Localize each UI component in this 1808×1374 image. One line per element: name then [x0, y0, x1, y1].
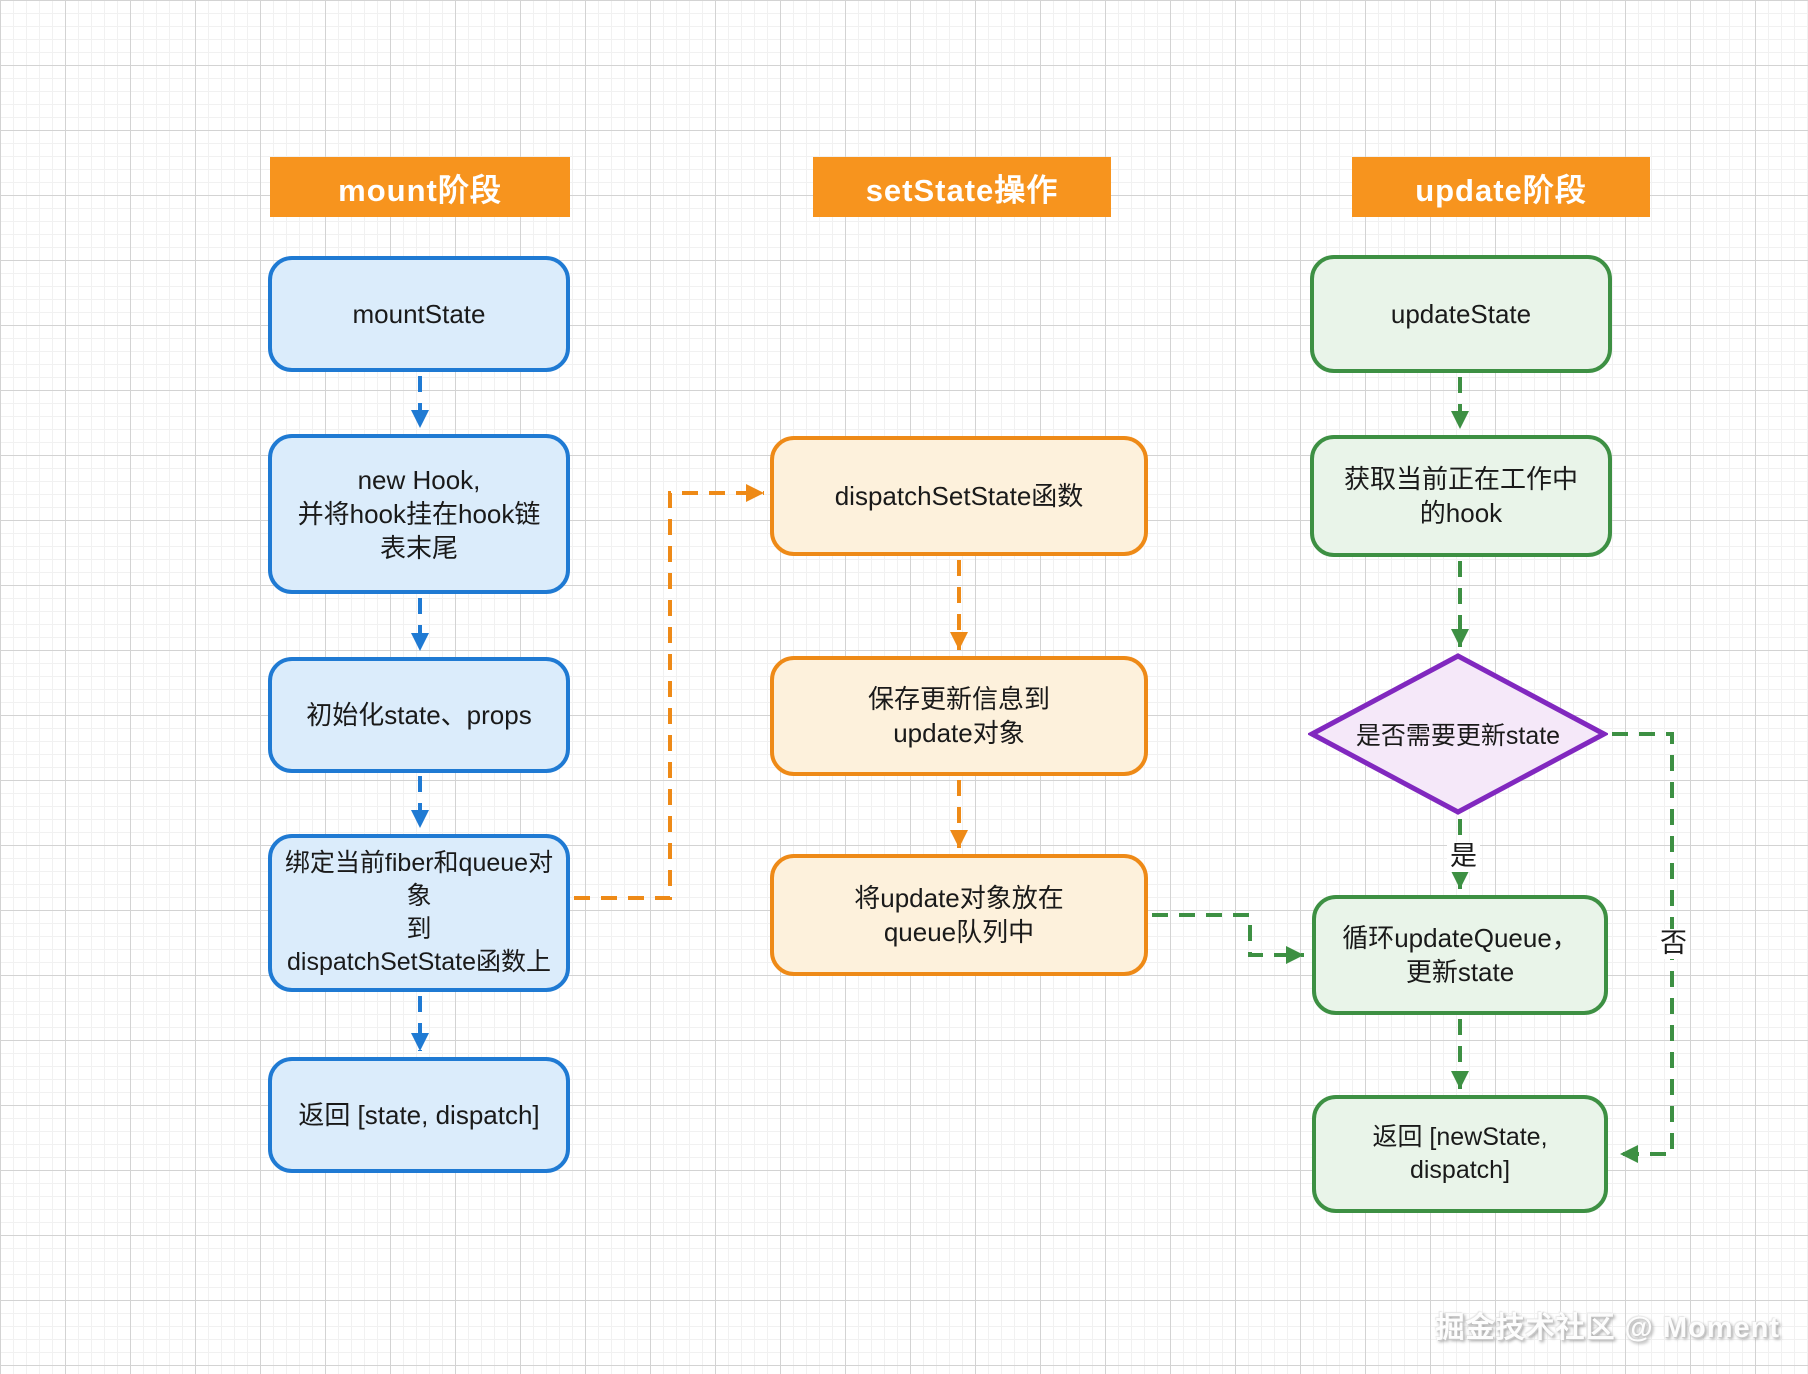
node-new-hook: new Hook, 并将hook挂在hook链 表末尾: [268, 434, 570, 594]
node-updatestate: updateState: [1310, 255, 1612, 373]
arrow-m4-s1: [574, 484, 764, 900]
column-header-setstate: setState操作: [813, 157, 1111, 217]
column-header-mount: mount阶段: [270, 157, 570, 217]
node-return-newstate-dispatch: 返回 [newState, dispatch]: [1312, 1095, 1608, 1213]
column-header-update: update阶段: [1352, 157, 1650, 217]
decision-diamond-shape: [1308, 653, 1608, 815]
node-mountstate: mountState: [268, 256, 570, 372]
node-init-state-props: 初始化state、props: [268, 657, 570, 773]
node-decision-need-update-state: 是否需要更新state: [1308, 653, 1608, 815]
edge-label-yes: 是: [1447, 841, 1480, 872]
decision-label: 是否需要更新state: [1355, 722, 1561, 750]
node-dispatchsetstate: dispatchSetState函数: [770, 436, 1148, 556]
node-get-working-hook: 获取当前正在工作中 的hook: [1310, 435, 1612, 557]
watermark-text: 掘金技术社区 @ Moment: [1435, 1312, 1780, 1344]
node-loop-updatequeue: 循环updateQueue， 更新state: [1312, 895, 1608, 1015]
node-bind-fiber-queue: 绑定当前fiber和queue对象 到 dispatchSetState函数上: [268, 834, 570, 992]
arrow-s3-u3: [1152, 913, 1304, 964]
edge-label-no: 否: [1657, 928, 1690, 959]
node-put-update-in-queue: 将update对象放在 queue队列中: [770, 854, 1148, 976]
node-return-state-dispatch: 返回 [state, dispatch]: [268, 1057, 570, 1173]
node-save-update-info: 保存更新信息到 update对象: [770, 656, 1148, 776]
